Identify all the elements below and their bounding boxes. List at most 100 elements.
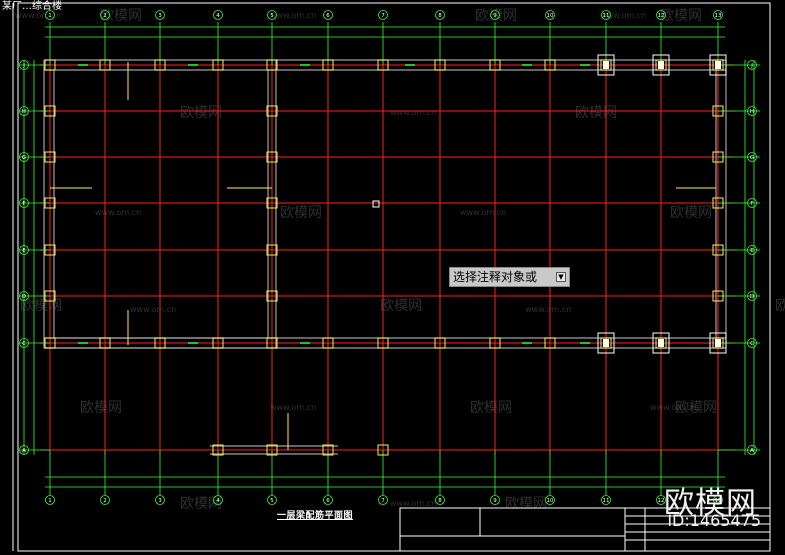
column-box bbox=[266, 244, 278, 256]
axis-bubble-circle bbox=[747, 106, 757, 116]
axis-bubble-top: 9 bbox=[490, 10, 500, 20]
axis-bubble-right: C bbox=[747, 338, 757, 348]
axis-bubble-label: 9 bbox=[493, 498, 497, 504]
column-pad bbox=[652, 332, 670, 354]
watermark-url: www.om.cn bbox=[650, 403, 696, 412]
column-box bbox=[712, 337, 724, 349]
axis-bubble-circle bbox=[601, 495, 611, 505]
axis-bubble-circle bbox=[656, 10, 666, 20]
column-box bbox=[655, 337, 667, 349]
column-pad bbox=[597, 54, 615, 76]
axis-bubble-circle bbox=[45, 495, 55, 505]
dimension-lines bbox=[20, 22, 760, 495]
watermark-brand: 欧模网 bbox=[20, 298, 62, 314]
axis-bubble-label: A bbox=[22, 448, 26, 454]
watermark-brand: 欧模网 bbox=[575, 105, 617, 121]
axis-bubble-label: 2 bbox=[103, 13, 107, 19]
watermark-brand: 欧模网 bbox=[505, 496, 547, 512]
column-box bbox=[712, 197, 724, 209]
axis-bubble-top: 3 bbox=[155, 10, 165, 20]
axis-bubble-top: 12 bbox=[656, 10, 666, 20]
axis-bubble-label: C bbox=[750, 341, 754, 347]
watermark-brand: 欧模网 bbox=[475, 8, 517, 24]
column-box bbox=[712, 244, 724, 256]
watermark-brand: 欧模网 bbox=[660, 8, 702, 24]
axis-bubble-label: 12 bbox=[658, 498, 665, 504]
axis-bubble-label: H bbox=[750, 109, 754, 115]
axis-bubble-circle bbox=[267, 495, 277, 505]
axis-bubble-label: 8 bbox=[438, 498, 442, 504]
axis-bubble-circle bbox=[545, 10, 555, 20]
axis-bubble-label: F bbox=[750, 201, 753, 207]
axis-bubble-circle bbox=[155, 10, 165, 20]
column-box bbox=[712, 290, 724, 302]
column-box bbox=[266, 197, 278, 209]
tooltip-text: 选择注释对象或 bbox=[453, 270, 538, 284]
wall-outline bbox=[43, 59, 727, 455]
watermark-brand: 欧模网 bbox=[775, 298, 785, 314]
axis-bubble-left: D bbox=[19, 291, 29, 301]
axis-bubble-top: 2 bbox=[100, 10, 110, 20]
axis-bubble-label: 5 bbox=[270, 13, 274, 19]
axis-bubble-label: 1 bbox=[48, 498, 52, 504]
axis-bubble-top: 8 bbox=[435, 10, 445, 20]
axis-bubble-label: C bbox=[22, 341, 26, 347]
watermark-brand: 欧模网 bbox=[100, 8, 142, 24]
axis-bubble-top: 1 bbox=[45, 10, 55, 20]
column-box bbox=[377, 59, 389, 71]
axis-bubble-bottom: 2 bbox=[100, 495, 110, 505]
pick-cursor bbox=[372, 200, 380, 208]
axis-bubble-circle bbox=[213, 495, 223, 505]
brand-id-text: ID:1465475 bbox=[667, 511, 761, 530]
column-box bbox=[712, 105, 724, 117]
chevron-down-icon[interactable]: ▼ bbox=[556, 272, 566, 282]
command-prompt-tooltip[interactable]: 选择注释对象或 ▼ bbox=[449, 267, 570, 287]
axis-bubble-top: 7 bbox=[378, 10, 388, 20]
axis-bubble-top: 10 bbox=[545, 10, 555, 20]
column-box bbox=[44, 151, 56, 163]
column-box bbox=[266, 105, 278, 117]
axis-bubble-label: 4 bbox=[216, 498, 220, 504]
column-pad bbox=[709, 54, 727, 76]
column-box bbox=[99, 337, 111, 349]
axis-bubble-top: 4 bbox=[213, 10, 223, 20]
watermark-url: www.om.cn bbox=[390, 499, 436, 508]
axis-bubble-circle bbox=[19, 245, 29, 255]
axis-bubble-label: 7 bbox=[381, 498, 385, 504]
axis-bubble-circle bbox=[19, 152, 29, 162]
axis-bubble-label: H bbox=[22, 109, 26, 115]
axis-bubble-label: 6 bbox=[326, 13, 330, 19]
axis-bubble-label: E bbox=[750, 248, 754, 254]
axis-bubble-label: 12 bbox=[658, 13, 665, 19]
axis-bubble-bottom: 4 bbox=[213, 495, 223, 505]
axis-bubble-circle bbox=[747, 291, 757, 301]
column-box bbox=[266, 290, 278, 302]
column-pad-core bbox=[603, 61, 609, 69]
axis-bubble-label: E bbox=[22, 248, 26, 254]
column-box bbox=[266, 59, 278, 71]
axis-bubble-label: 10 bbox=[547, 498, 554, 504]
column-box bbox=[212, 444, 224, 456]
axis-bubble-left: F bbox=[19, 198, 29, 208]
axis-bubble-label: 3 bbox=[158, 13, 162, 19]
watermark-brand: 欧模网 bbox=[180, 496, 222, 512]
watermark-url: www.om.cn bbox=[270, 403, 316, 412]
column-box bbox=[44, 59, 56, 71]
watermark-brand: 欧模网 bbox=[470, 400, 512, 416]
axis-bubble-left: C bbox=[19, 338, 29, 348]
axis-bubble-label: D bbox=[22, 294, 26, 300]
axis-bubble-circle bbox=[323, 495, 333, 505]
axis-bubble-bottom: 13 bbox=[713, 495, 723, 505]
column-pad bbox=[709, 332, 727, 354]
axis-bubble-circle bbox=[747, 338, 757, 348]
axis-bubble-left: G bbox=[19, 152, 29, 162]
axis-bubble-label: 13 bbox=[715, 498, 722, 504]
axis-bubble-circle bbox=[713, 10, 723, 20]
watermark-url: www.om.cn bbox=[270, 11, 316, 20]
axis-bubble-right: D bbox=[747, 291, 757, 301]
column-box bbox=[377, 444, 389, 456]
axis-bubble-circle bbox=[19, 60, 29, 70]
axis-bubble-circle bbox=[323, 10, 333, 20]
